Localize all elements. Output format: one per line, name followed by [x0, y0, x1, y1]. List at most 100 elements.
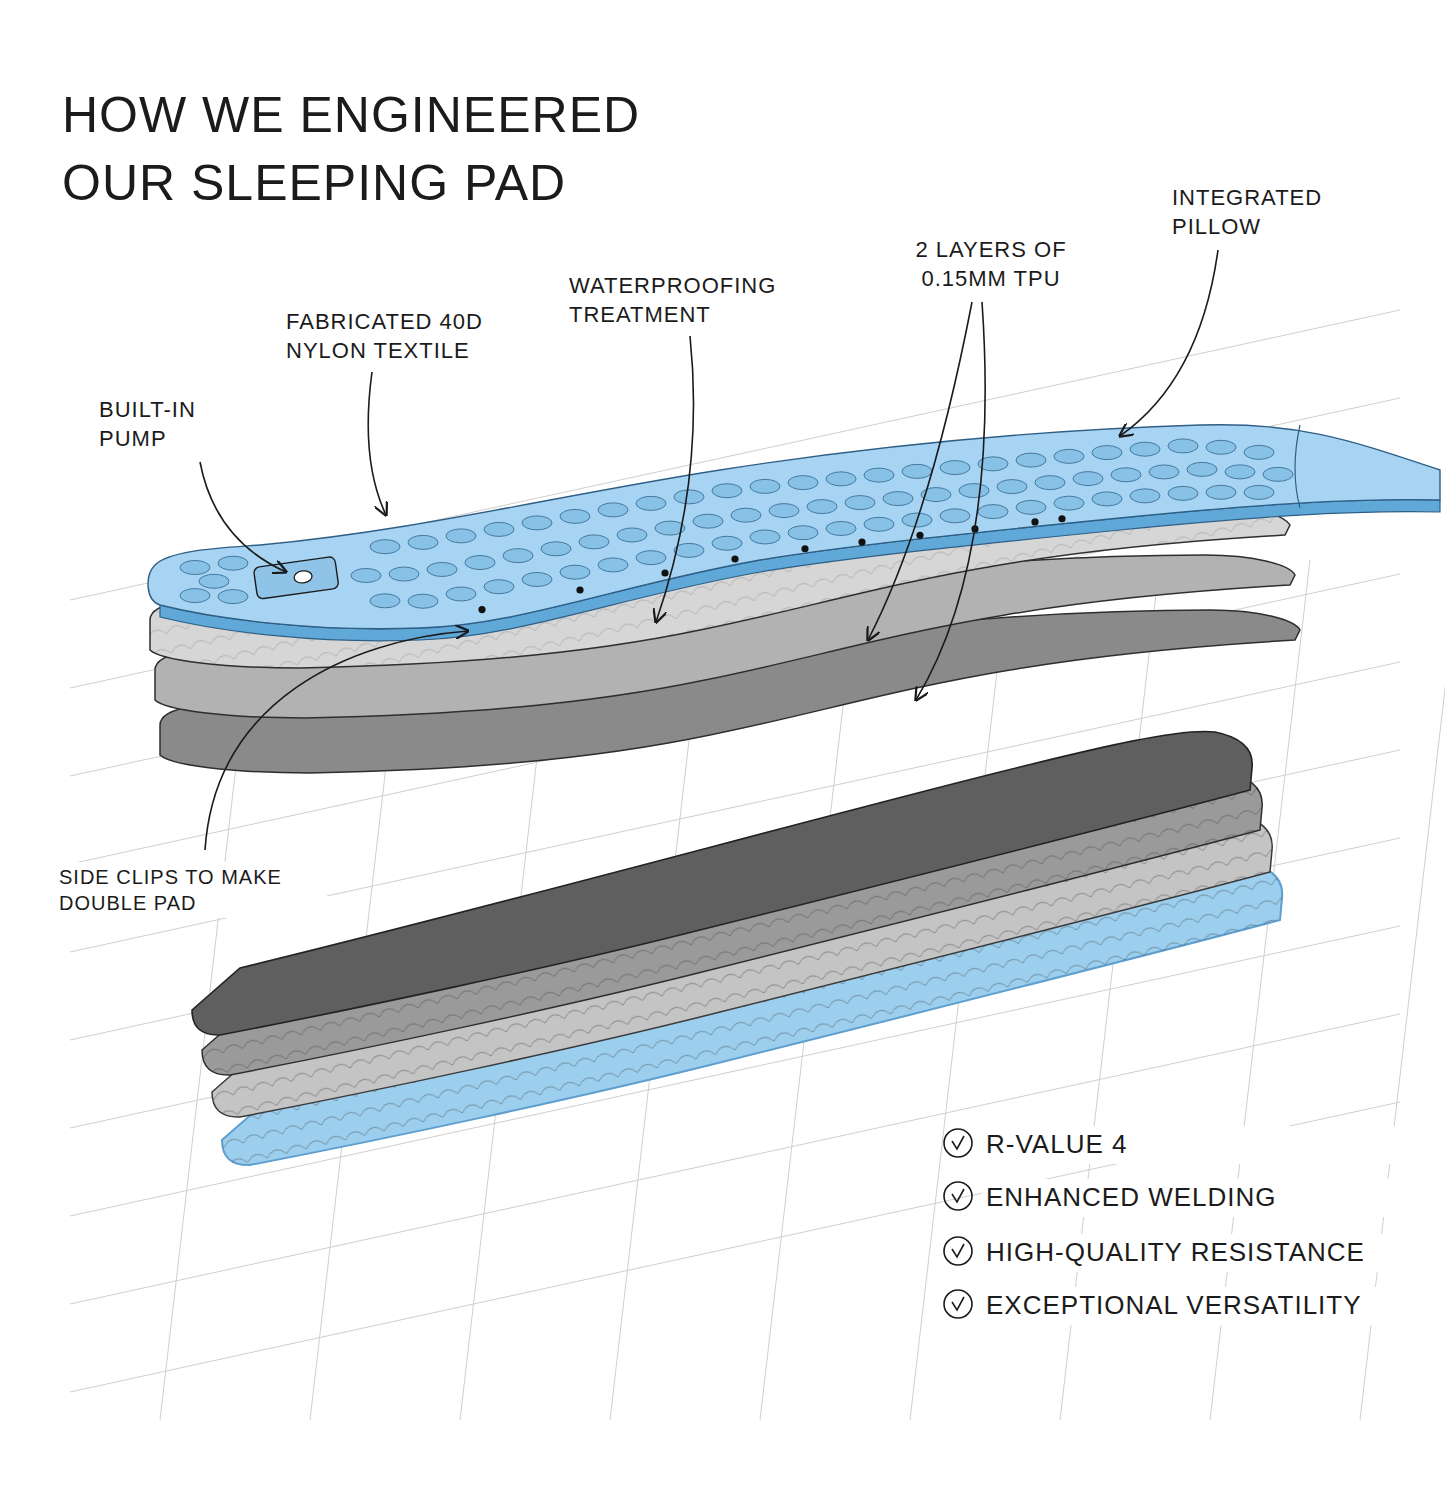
air-cell [864, 468, 894, 482]
air-cell [1206, 440, 1236, 454]
air-cell [902, 464, 932, 478]
leader-line [1120, 250, 1218, 436]
air-cell [788, 526, 818, 540]
air-cell [1168, 486, 1198, 500]
side-clip [478, 606, 485, 613]
air-cell [598, 558, 628, 572]
air-cell [1054, 496, 1084, 510]
part-label: 2 LAYERS OF 0.15MM TPU [888, 234, 1094, 295]
air-cell [522, 516, 552, 530]
part-label: WATERPROOFING TREATMENT [565, 270, 789, 331]
air-cell [826, 472, 856, 486]
air-cell [978, 505, 1008, 519]
air-cell [1035, 476, 1065, 490]
air-cell [1054, 449, 1084, 463]
side-clip [576, 586, 583, 593]
air-cell [940, 461, 970, 475]
side-clip [661, 569, 668, 576]
air-cell [389, 567, 419, 581]
air-cell [199, 574, 229, 588]
side-clip [916, 532, 923, 539]
leader-line [868, 302, 972, 640]
diagram-title: HOW WE ENGINEERED OUR SLEEPING PAD [62, 82, 702, 217]
air-cell [864, 517, 894, 531]
air-cell [826, 521, 856, 535]
air-cell [807, 500, 837, 514]
leader-line [656, 336, 694, 622]
air-cell [1206, 485, 1236, 499]
air-cell [560, 565, 590, 579]
nylon-top-surface [148, 425, 1440, 629]
air-cell [180, 561, 210, 575]
air-cell [427, 562, 457, 576]
air-cell [617, 528, 647, 542]
air-cell [503, 549, 533, 563]
air-cells [180, 439, 1293, 608]
check-circle [944, 1182, 972, 1210]
side-clip [1058, 515, 1065, 522]
air-cell [997, 480, 1027, 494]
air-cell [408, 594, 438, 608]
air-cell [1016, 500, 1046, 514]
feature-item: HIGH-QUALITY RESISTANCE [982, 1234, 1432, 1272]
air-cell [693, 514, 723, 528]
air-cell [1168, 439, 1198, 453]
air-cell [940, 509, 970, 523]
air-cell [1092, 446, 1122, 460]
feature-item: R-VALUE 4 [982, 1126, 1432, 1164]
air-cell [674, 490, 704, 504]
side-clip [858, 539, 865, 546]
air-cell [465, 556, 495, 570]
air-cell [1244, 445, 1274, 459]
air-cell [408, 535, 438, 549]
check-marks [944, 1129, 972, 1318]
air-cell [959, 484, 989, 498]
air-cell [788, 476, 818, 490]
air-cell [484, 522, 514, 536]
side-clip [731, 555, 738, 562]
air-cell [750, 530, 780, 544]
feature-item: EXCEPTIONAL VERSATILITY [982, 1287, 1432, 1325]
air-cell [712, 536, 742, 550]
leader-line [916, 302, 985, 700]
lower-layers [192, 731, 1282, 1165]
air-cell [446, 587, 476, 601]
check-circle [944, 1237, 972, 1265]
air-cell [1111, 468, 1141, 482]
air-cell [351, 568, 381, 582]
feature-item: ENHANCED WELDING [982, 1179, 1432, 1217]
air-cell [1130, 442, 1160, 456]
side-clip [1031, 518, 1038, 525]
air-cell [484, 580, 514, 594]
air-cell [1073, 472, 1103, 486]
air-cell [1092, 492, 1122, 506]
air-cell [1225, 465, 1255, 479]
air-cell [883, 492, 913, 506]
air-cell [1244, 485, 1274, 499]
part-label: SIDE CLIPS TO MAKE DOUBLE PAD [55, 862, 327, 918]
air-cell [579, 535, 609, 549]
air-cell [1263, 467, 1293, 481]
air-cell [731, 508, 761, 522]
leader-line [200, 462, 286, 572]
dark-top-layer [192, 731, 1252, 1035]
air-cell [598, 503, 628, 517]
leader-lines [200, 250, 1218, 850]
part-label: FABRICATED 40D NYLON TEXTILE [282, 306, 544, 367]
check-circle [944, 1129, 972, 1157]
air-cell [750, 479, 780, 493]
pillow-seam [1295, 425, 1300, 508]
part-label: INTEGRATED PILLOW [1168, 182, 1374, 243]
air-cell [522, 572, 552, 586]
air-cell [541, 542, 571, 556]
air-cell [218, 556, 248, 570]
leader-line [205, 631, 468, 850]
air-cell [636, 496, 666, 510]
part-label: BUILT-IN PUMP [95, 394, 245, 455]
air-cell [1130, 489, 1160, 503]
air-cell [845, 496, 875, 510]
air-cell [636, 551, 666, 565]
air-cell [1187, 462, 1217, 476]
air-cell [218, 590, 248, 604]
